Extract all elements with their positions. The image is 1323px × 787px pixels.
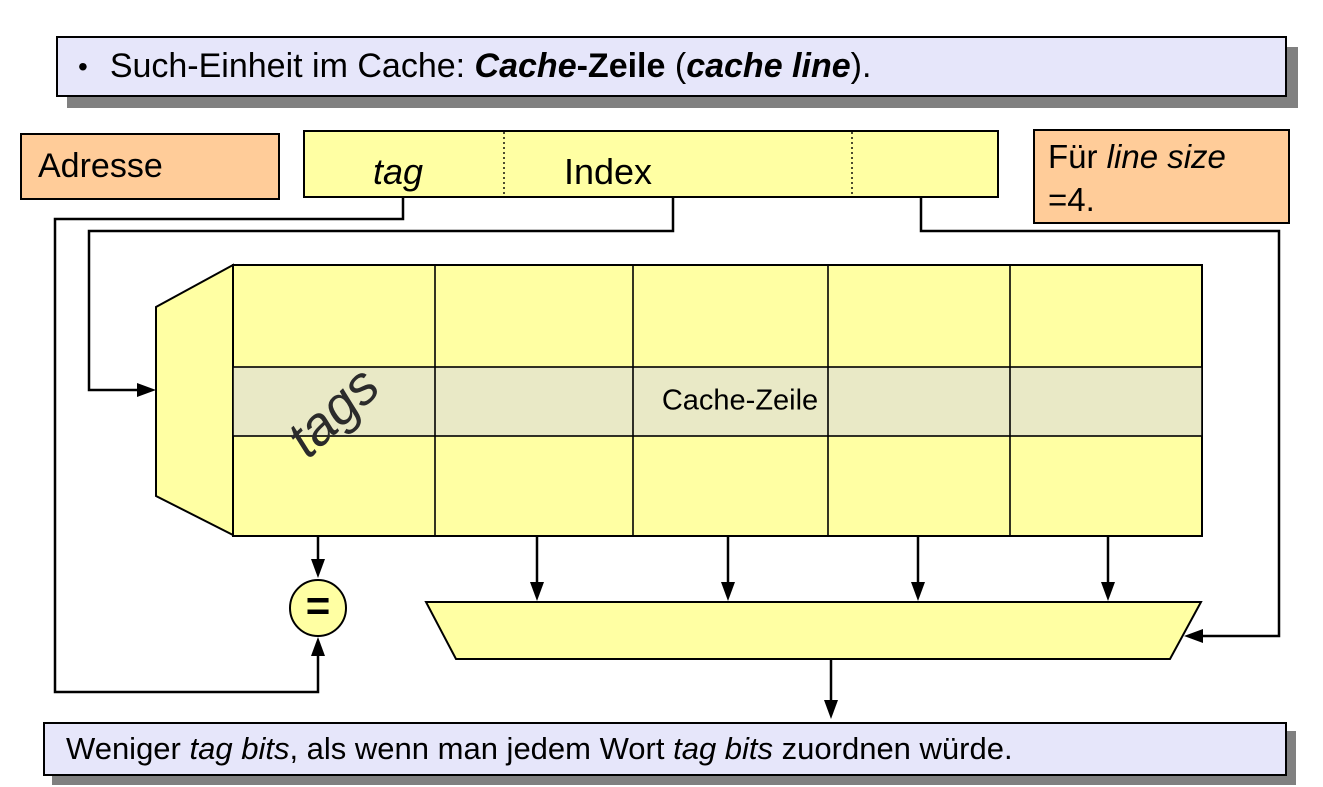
caption-segment: zuordnen würde. — [773, 731, 1013, 766]
note-segment-italic: line size — [1106, 138, 1226, 175]
arrowhead-left-icon — [1184, 629, 1203, 643]
address-label-box: Adresse — [20, 133, 280, 200]
caption-box: Weniger tag bits, als wenn man jedem Wor… — [43, 722, 1287, 776]
cache-line-label: Cache-Zeile — [661, 384, 819, 417]
title-segment: ). — [850, 47, 872, 85]
multiplexer-shape — [424, 601, 1203, 660]
title-segment-bold-italic: cache line — [686, 47, 851, 85]
arrowhead-right-icon — [137, 383, 156, 397]
arrowhead-up-icon — [311, 637, 325, 656]
arrowhead-down-icon — [311, 559, 325, 578]
title-segment: ( — [665, 47, 687, 85]
equals-symbol: = — [305, 582, 331, 629]
caption-segment-italic: tag bits — [673, 731, 774, 766]
tag-field-label: tag — [372, 151, 424, 192]
arrowhead-down-icon — [911, 582, 925, 601]
offset-connector-line — [919, 198, 1281, 643]
title-box: • Such-Einheit im Cache: Cache-Zeile (ca… — [56, 36, 1287, 97]
note-segment: Für — [1048, 138, 1107, 175]
line-size-note-box: Für line size =4. — [1033, 129, 1290, 224]
title-segment-bold: -Zeile — [576, 47, 666, 85]
address-label: Adresse — [38, 147, 163, 185]
line-size-note-line1: Für line size — [1048, 136, 1288, 179]
caption-segment: , als wenn man jedem Wort — [289, 731, 674, 766]
word-column-down-arrows — [530, 536, 1115, 601]
arrowhead-down-icon — [530, 582, 544, 601]
title-text: Such-Einheit im Cache: Cache-Zeile (cach… — [110, 47, 872, 86]
caption-text: Weniger tag bits, als wenn man jedem Wor… — [66, 731, 1013, 767]
arrowhead-down-icon — [721, 582, 735, 601]
title-segment: Such-Einheit im Cache: — [109, 47, 475, 85]
bullet-icon: • — [78, 50, 88, 82]
tags-array-shape — [155, 263, 234, 537]
caption-segment-italic: tag bits — [189, 731, 290, 766]
title-segment-bold-italic: Cache — [474, 47, 577, 85]
address-bar — [303, 130, 999, 198]
line-size-note-line2: =4. — [1048, 180, 1095, 218]
tags-rotated-label: tags — [275, 355, 391, 469]
mux-output-arrow — [824, 659, 838, 719]
caption-segment: Weniger — [66, 731, 190, 766]
tag-connector-line — [53, 198, 405, 694]
arrowhead-down-icon — [1101, 582, 1115, 601]
index-connector-line — [87, 198, 675, 397]
arrowhead-down-icon — [824, 700, 838, 719]
tag-column-down-arrow — [311, 536, 325, 578]
index-field-label: Index — [563, 151, 653, 192]
